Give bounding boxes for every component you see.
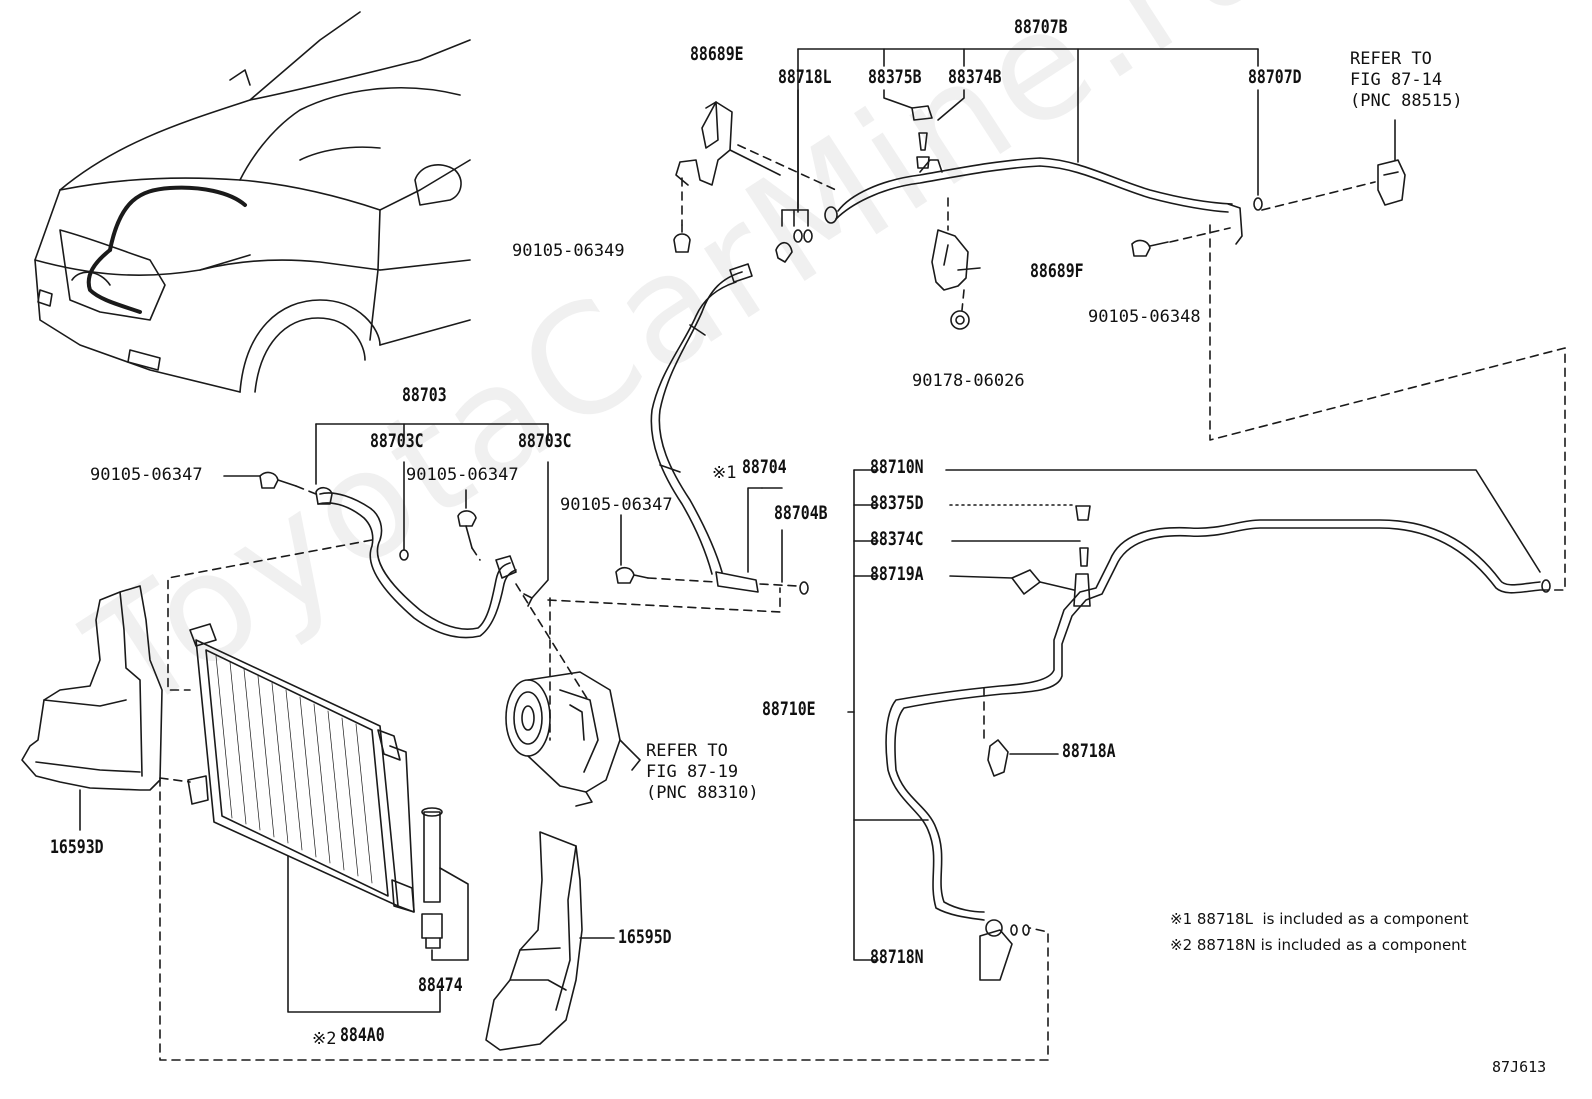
seal-16593D [21,585,163,831]
label-90105-06349: 90105-06349 [512,241,625,261]
label-88718N: 88718N [870,946,924,968]
label-88710E: 88710E [762,698,816,720]
dashed-leaders-lower [159,687,1049,1061]
mark-88704: ※1 [712,463,737,483]
label-88704: 88704 [742,456,787,478]
label-88375D: 88375D [870,492,924,514]
label-88689F: 88689F [1030,260,1084,282]
liquid-pipe-88710E [847,469,1551,981]
label-88703C-right: 88703C [518,430,572,452]
label-88719A: 88719A [870,563,924,585]
label-88704B: 88704B [774,502,828,524]
figure-code: 87J613 [1492,1058,1547,1076]
label-88707B: 88707B [1014,16,1068,38]
label-88474: 88474 [418,974,463,996]
suction-pipe-88707B [673,48,1263,330]
footnote-2: ※2 88718N is included as a component [1170,936,1467,954]
label-884A0: 884A0 [340,1024,385,1046]
label-88707D: 88707D [1248,66,1302,88]
ref-87-19-line1: REFER TO [646,741,728,761]
vehicle-illustration [34,11,471,393]
label-88375B: 88375B [868,66,922,88]
receiver-ref-88515 [1377,119,1406,206]
dryer-88474 [421,807,469,961]
condenser-884A0 [187,623,441,1013]
seal-16595D [485,831,615,1051]
pipe-88703 [223,423,549,639]
label-88703C-left: 88703C [370,430,424,452]
ref-87-19-line2: FIG 87-19 [646,762,739,782]
label-16593D: 16593D [50,836,104,858]
ref-87-14-line1: REFER TO [1350,49,1432,69]
label-90105-06347-right: 90105-06347 [560,495,673,515]
label-88689E: 88689E [690,43,744,65]
ref-87-14-line2: FIG 87-14 [1350,70,1443,90]
mark-884A0: ※2 [312,1029,337,1049]
label-90105-06348: 90105-06348 [1088,307,1201,327]
label-90105-06347-left: 90105-06347 [90,465,203,485]
label-88718L: 88718L [778,66,832,88]
label-88374B: 88374B [948,66,1002,88]
footnote-1: ※1 88718L is included as a component [1170,910,1469,928]
label-90105-06347-middle: 90105-06347 [406,465,519,485]
label-88703: 88703 [402,384,447,406]
label-16595D: 16595D [618,926,672,948]
label-90178-06026: 90178-06026 [912,371,1025,391]
compressor-ref-88310 [505,671,641,807]
label-88374C: 88374C [870,528,924,550]
ref-87-19-line3: (PNC 88310) [646,783,759,803]
ref-87-14-line3: (PNC 88515) [1350,91,1463,111]
discharge-hose-88704 [615,263,809,595]
label-88710N: 88710N [870,456,924,478]
dashed-leaders-upper [681,144,1566,591]
label-88718A: 88718A [1062,740,1116,762]
